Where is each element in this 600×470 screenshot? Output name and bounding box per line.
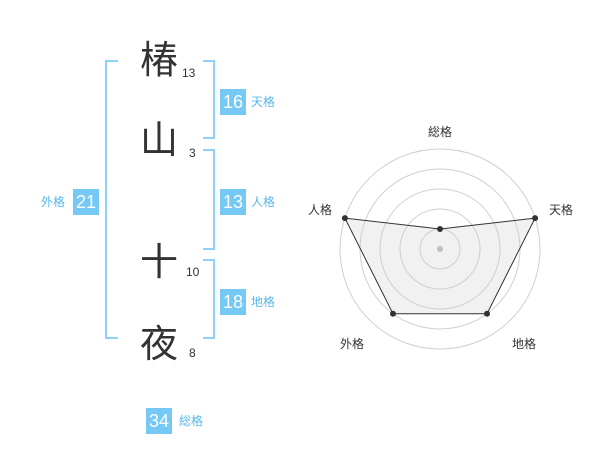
name-char-1: 椿 (140, 38, 179, 82)
tenkaku-bracket (203, 60, 215, 139)
soukaku-label: 総格 (179, 414, 204, 428)
radar-ring (399, 208, 481, 290)
name-char-4: 夜 (140, 322, 179, 366)
jinkaku-value: 13 (220, 189, 246, 215)
jinkaku-bracket (203, 149, 215, 250)
radar-label-soukaku: 総格 (428, 125, 453, 139)
radar-ring (339, 148, 541, 350)
radar-center-dot (437, 246, 443, 252)
stroke-count-4: 8 (189, 346, 196, 360)
radar-point-3 (484, 310, 491, 317)
stroke-count-2: 3 (189, 146, 196, 160)
chikaku-bracket (203, 259, 215, 339)
radar-label-chikaku: 地格 (512, 337, 537, 351)
gaikaku-label: 外格 (41, 195, 66, 209)
soukaku-value: 34 (146, 408, 172, 434)
chikaku-value: 18 (220, 289, 246, 315)
gaikaku-bracket (105, 60, 118, 339)
stroke-count-3: 10 (186, 265, 200, 279)
jinkaku-label: 人格 (251, 195, 276, 209)
stroke-count-1: 13 (182, 66, 196, 80)
tenkaku-value: 16 (220, 89, 246, 115)
tenkaku-label: 天格 (251, 95, 276, 109)
radar-series-area (344, 217, 536, 315)
radar-label-gaikaku: 外格 (340, 337, 365, 351)
radar-label-tenkaku: 天格 (549, 203, 574, 217)
radar-point-1 (437, 226, 443, 232)
gaikaku-value: 21 (73, 189, 99, 215)
chikaku-label: 地格 (251, 295, 276, 309)
name-char-3: 十 (140, 240, 179, 284)
radar-label-jinkaku: 人格 (308, 203, 333, 217)
name-char-2: 山 (140, 118, 179, 162)
radar-ring (379, 188, 501, 310)
radar-point-2 (532, 215, 539, 222)
radar-point-4 (389, 310, 396, 317)
radar-point-5 (341, 215, 348, 222)
